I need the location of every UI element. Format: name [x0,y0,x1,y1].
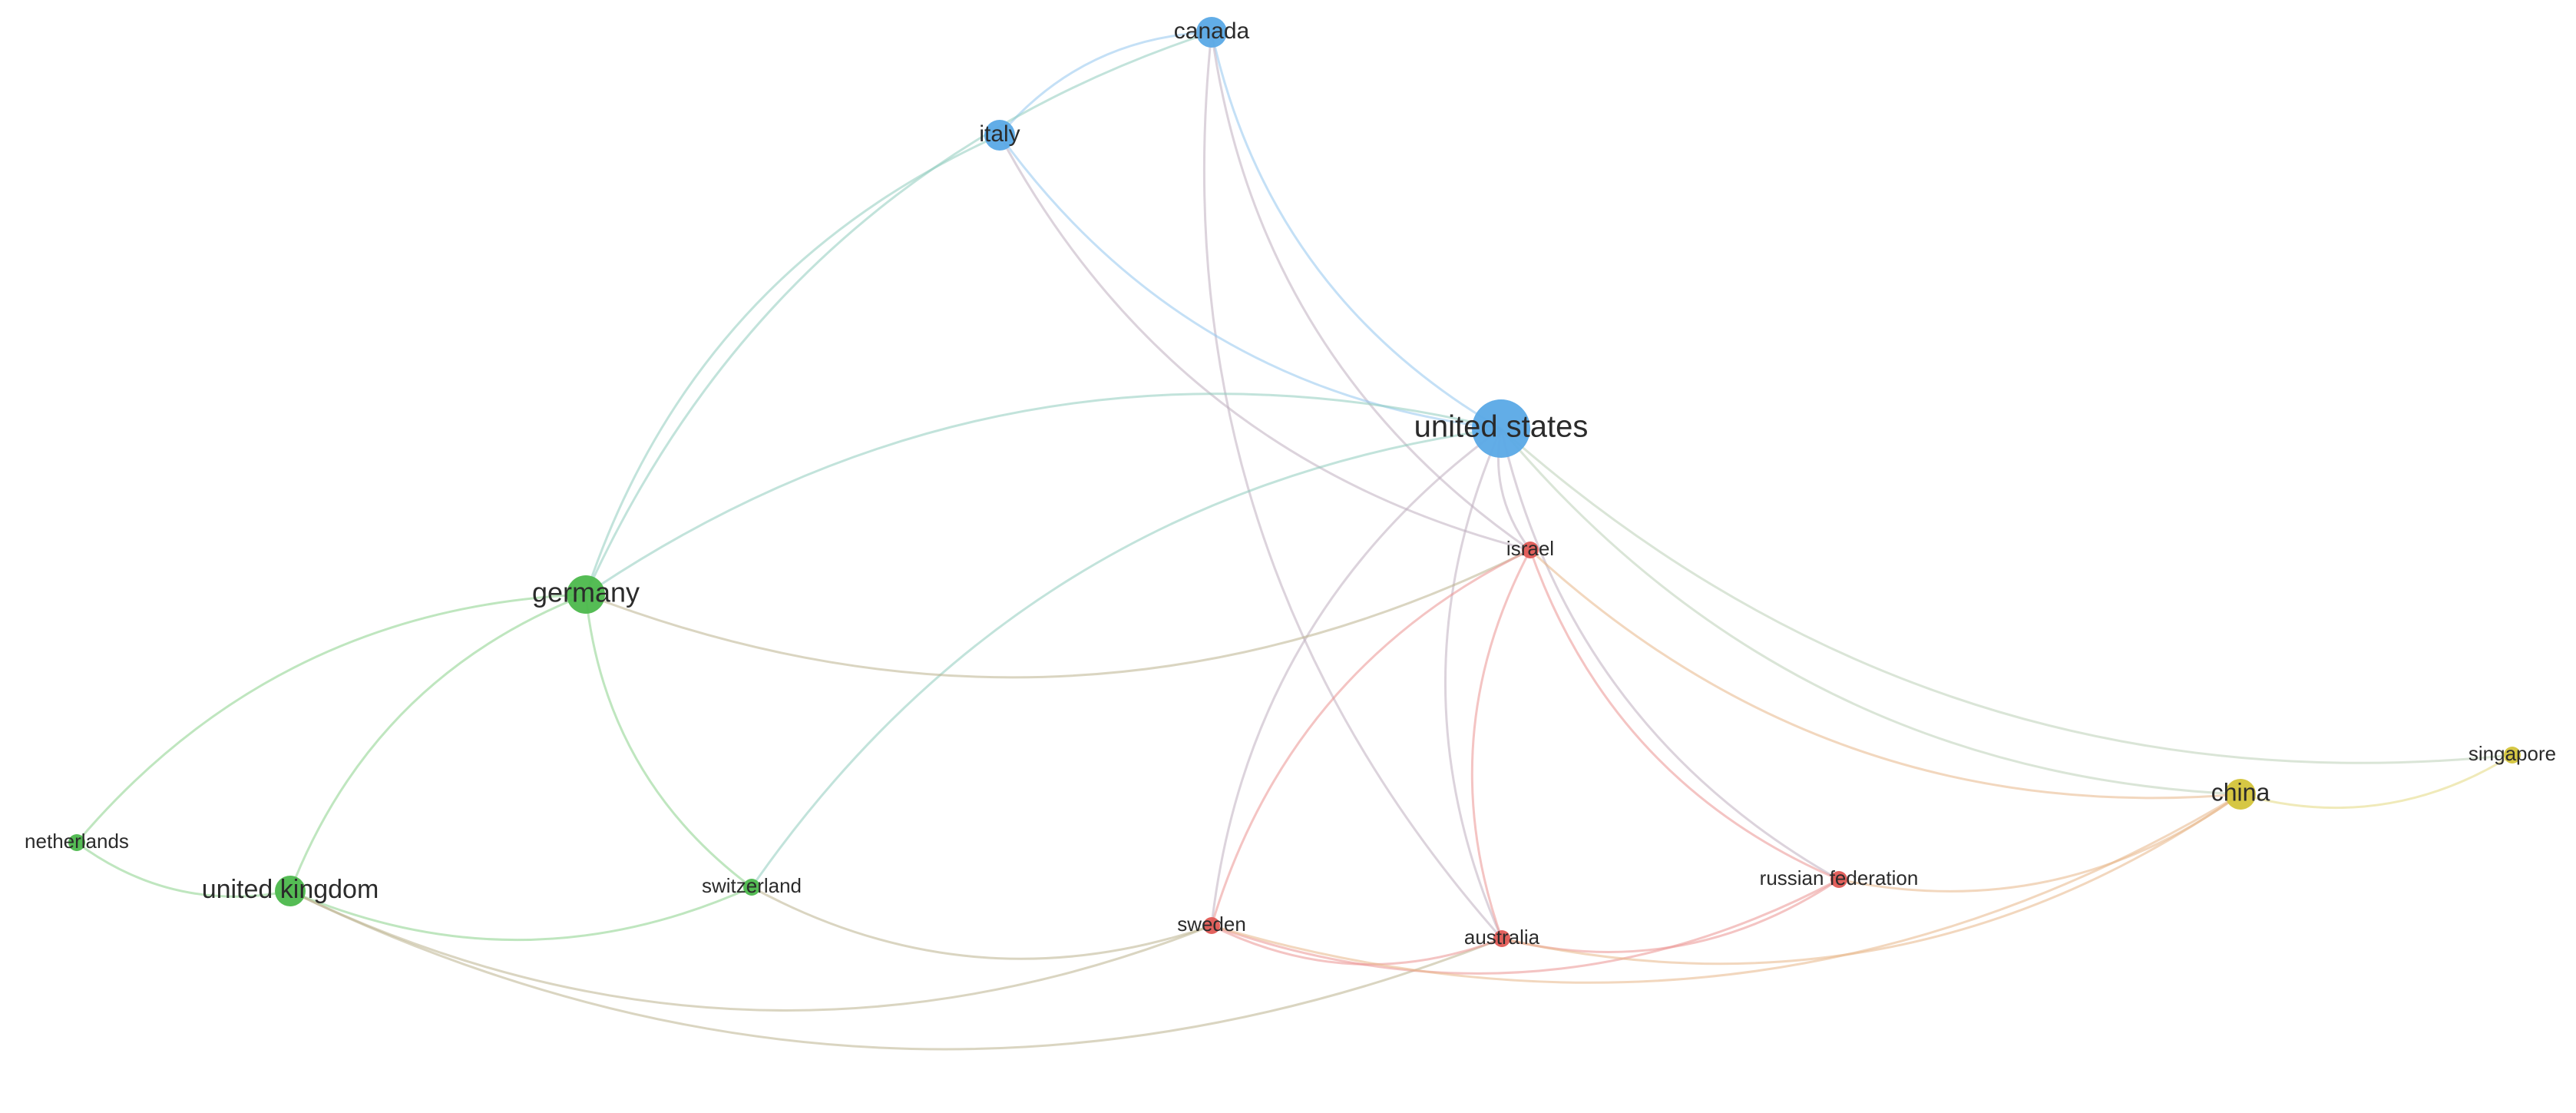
node-sweden[interactable] [1203,917,1220,934]
labels-layer: canada italy united states germany netherlan… [25,18,2556,949]
node-australia[interactable] [1493,930,1510,947]
edge-united_kingdom-switzerland [289,886,752,942]
edge-canada-italy [998,31,1212,136]
edge-australia-russian_federation [1501,878,1840,953]
edge-united_kingdom-sweden [289,889,1212,1012]
edge-germany-netherlands [75,593,587,843]
edge-germany-united_kingdom [289,593,587,892]
node-label-israel: israel [1506,537,1554,560]
edge-israel-russian_federation [1529,549,1840,881]
node-china[interactable] [2225,779,2256,810]
node-label-china: china [2211,778,2270,806]
node-label-switzerland: switzerland [702,874,802,897]
node-label-singapore: singapore [2469,742,2556,765]
edge-russian_federation-china [1838,793,2241,893]
node-label-netherlands: netherlands [25,830,129,853]
node-label-italy: italy [979,121,1020,147]
node-singapore[interactable] [2504,747,2521,764]
edge-china-singapore [2240,754,2513,810]
edge-netherlands-united_kingdom [76,841,291,898]
node-canada[interactable] [1196,17,1227,48]
edge-united_states-switzerland [750,427,1502,888]
node-united-states[interactable] [1472,399,1530,458]
node-label-australia: australia [1464,926,1540,949]
node-label-united-states: united states [1414,410,1589,444]
node-italy[interactable] [984,120,1015,151]
nodes-layer [68,17,2521,947]
edge-sweden-australia [1211,924,1503,966]
edge-united_kingdom-australia [289,889,1503,1051]
node-label-canada: canada [1174,18,1250,44]
edge-germany-switzerland [584,594,752,889]
node-label-russian-federation: russian federation [1760,866,1919,889]
node-russian-federation[interactable] [1830,871,1847,888]
edge-canada-israel [1210,31,1531,552]
edge-germany-israel [585,548,1531,679]
edge-israel-china [1529,548,2241,800]
edge-united_states-russian_federation [1500,428,1840,881]
node-label-sweden: sweden [1177,913,1246,936]
edge-sweden-russian_federation [1211,878,1840,975]
node-switzerland[interactable] [743,879,760,896]
node-label-germany: germany [532,577,640,608]
edge-canada-germany [584,31,1212,595]
edge-israel-sweden [1210,548,1531,926]
node-germany[interactable] [567,575,605,614]
edge-italy-united_states [998,134,1502,430]
edge-switzerland-sweden [751,886,1212,960]
node-label-united-kingdom: united kingdom [202,875,379,904]
edge-united_states-australia [1444,428,1503,939]
node-israel[interactable] [1522,542,1539,558]
edge-italy-germany [584,134,1000,595]
edge-united_states-sweden [1210,427,1502,926]
edge-united_states-china [1500,428,2241,796]
edge-united_states-singapore [1500,427,2513,764]
node-netherlands[interactable] [68,834,85,851]
edge-canada-united_states [1210,31,1502,430]
edge-italy-israel [998,134,1531,552]
edge-israel-australia [1470,549,1532,939]
edge-canada-australia [1202,31,1503,939]
edge-united_states-germany [585,393,1502,596]
edges-layer [75,31,2513,1051]
edge-australia-china [1501,793,2241,966]
edge-sweden-china [1211,793,2241,984]
node-united-kingdom[interactable] [275,876,306,906]
